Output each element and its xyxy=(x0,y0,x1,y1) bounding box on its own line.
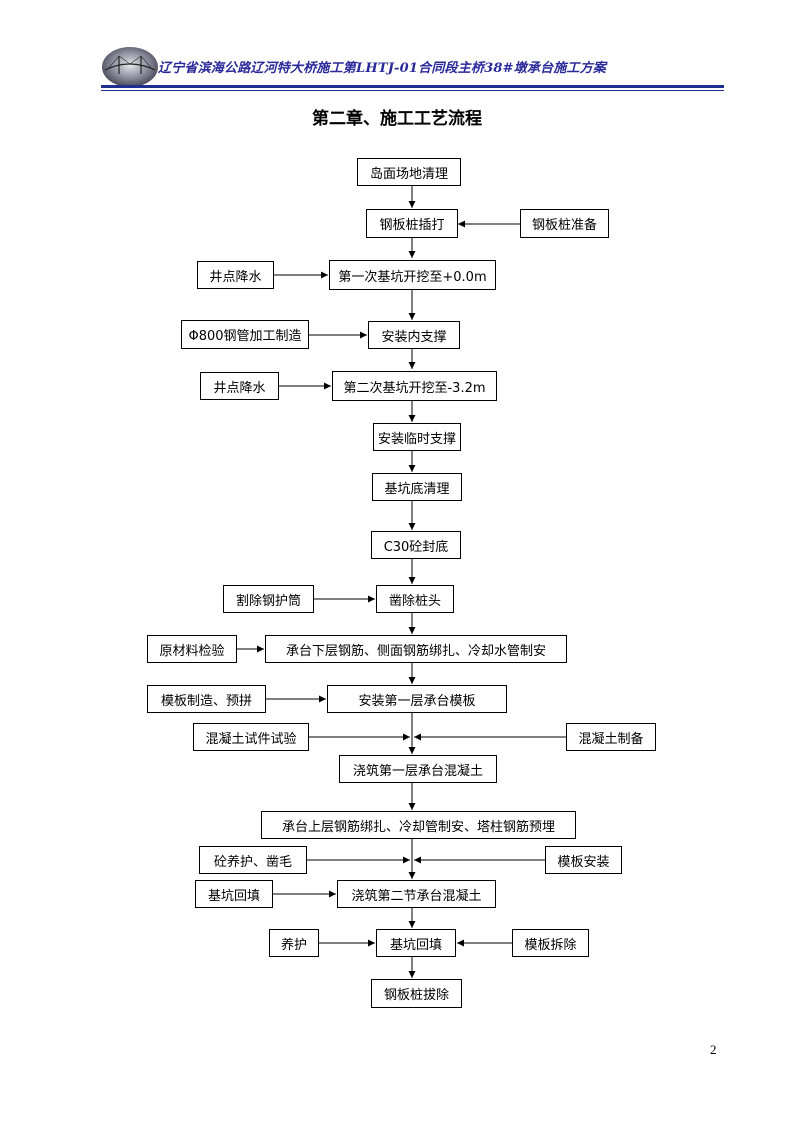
side-node-cut-steel-casing: 割除钢护筒 xyxy=(223,585,314,613)
side-node-backfill: 基坑回填 xyxy=(195,880,273,908)
flow-node-first-formwork: 安装第一层承台模板 xyxy=(327,685,507,713)
flow-node-sheet-pile-removal: 钢板桩拔除 xyxy=(371,979,462,1008)
side-node-dewatering-2: 井点降水 xyxy=(200,372,279,400)
header-rule-thin xyxy=(101,90,724,91)
side-node-formwork-installation: 模板安装 xyxy=(545,846,622,874)
flow-node-c30-sealing: C30砼封底 xyxy=(371,531,461,559)
flow-node-second-excavation: 第二次基坑开挖至-3.2m xyxy=(332,371,497,401)
bridge-logo-icon xyxy=(102,47,158,87)
flow-node-lower-rebar: 承台下层钢筋、侧面钢筋绑扎、冷却水管制安 xyxy=(265,635,567,663)
side-node-formwork-fabrication: 模板制造、预拼 xyxy=(147,685,266,713)
side-node-steel-pipe-fabrication: Φ800钢管加工制造 xyxy=(181,320,309,349)
side-node-formwork-removal: 模板拆除 xyxy=(512,929,589,957)
flow-node-temporary-support: 安装临时支撑 xyxy=(373,423,461,451)
side-node-curing-roughening: 砼养护、凿毛 xyxy=(199,846,307,874)
side-node-concrete-preparation: 混凝土制备 xyxy=(566,723,656,751)
flow-node-first-concrete-pour: 浇筑第一层承台混凝土 xyxy=(339,755,497,783)
page-number: 2 xyxy=(710,1042,717,1057)
flow-node-sheet-pile-driving: 钢板桩插打 xyxy=(366,209,458,238)
flow-node-upper-rebar: 承台上层钢筋绑扎、冷却管制安、塔柱钢筋预埋 xyxy=(261,811,576,839)
page-header: 辽宁省滨海公路辽河特大桥施工第LHTJ-01合同段主桥38#墩承台施工方案 xyxy=(0,0,794,100)
side-node-concrete-testing: 混凝土试件试验 xyxy=(193,723,309,751)
flow-node-backfill: 基坑回填 xyxy=(376,929,456,957)
flow-node-inner-bracing: 安装内支撑 xyxy=(368,321,460,349)
side-node-material-inspection: 原材料检验 xyxy=(147,635,237,663)
flow-node-site-clearing: 岛面场地清理 xyxy=(357,158,461,186)
header-rule xyxy=(101,85,724,88)
flow-node-pile-head-chiseling: 凿除桩头 xyxy=(376,585,454,613)
chapter-title: 第二章、施工工艺流程 xyxy=(312,109,482,129)
flow-node-first-excavation: 第一次基坑开挖至+0.0m xyxy=(329,260,496,290)
side-node-sheet-pile-prep: 钢板桩准备 xyxy=(520,209,609,238)
flow-node-pit-bottom-cleaning: 基坑底清理 xyxy=(372,473,462,501)
header-title: 辽宁省滨海公路辽河特大桥施工第LHTJ-01合同段主桥38#墩承台施工方案 xyxy=(158,61,607,76)
flow-node-second-concrete-pour: 浇筑第二节承台混凝土 xyxy=(337,880,496,908)
side-node-dewatering-1: 井点降水 xyxy=(197,261,274,289)
side-node-curing: 养护 xyxy=(269,929,319,957)
